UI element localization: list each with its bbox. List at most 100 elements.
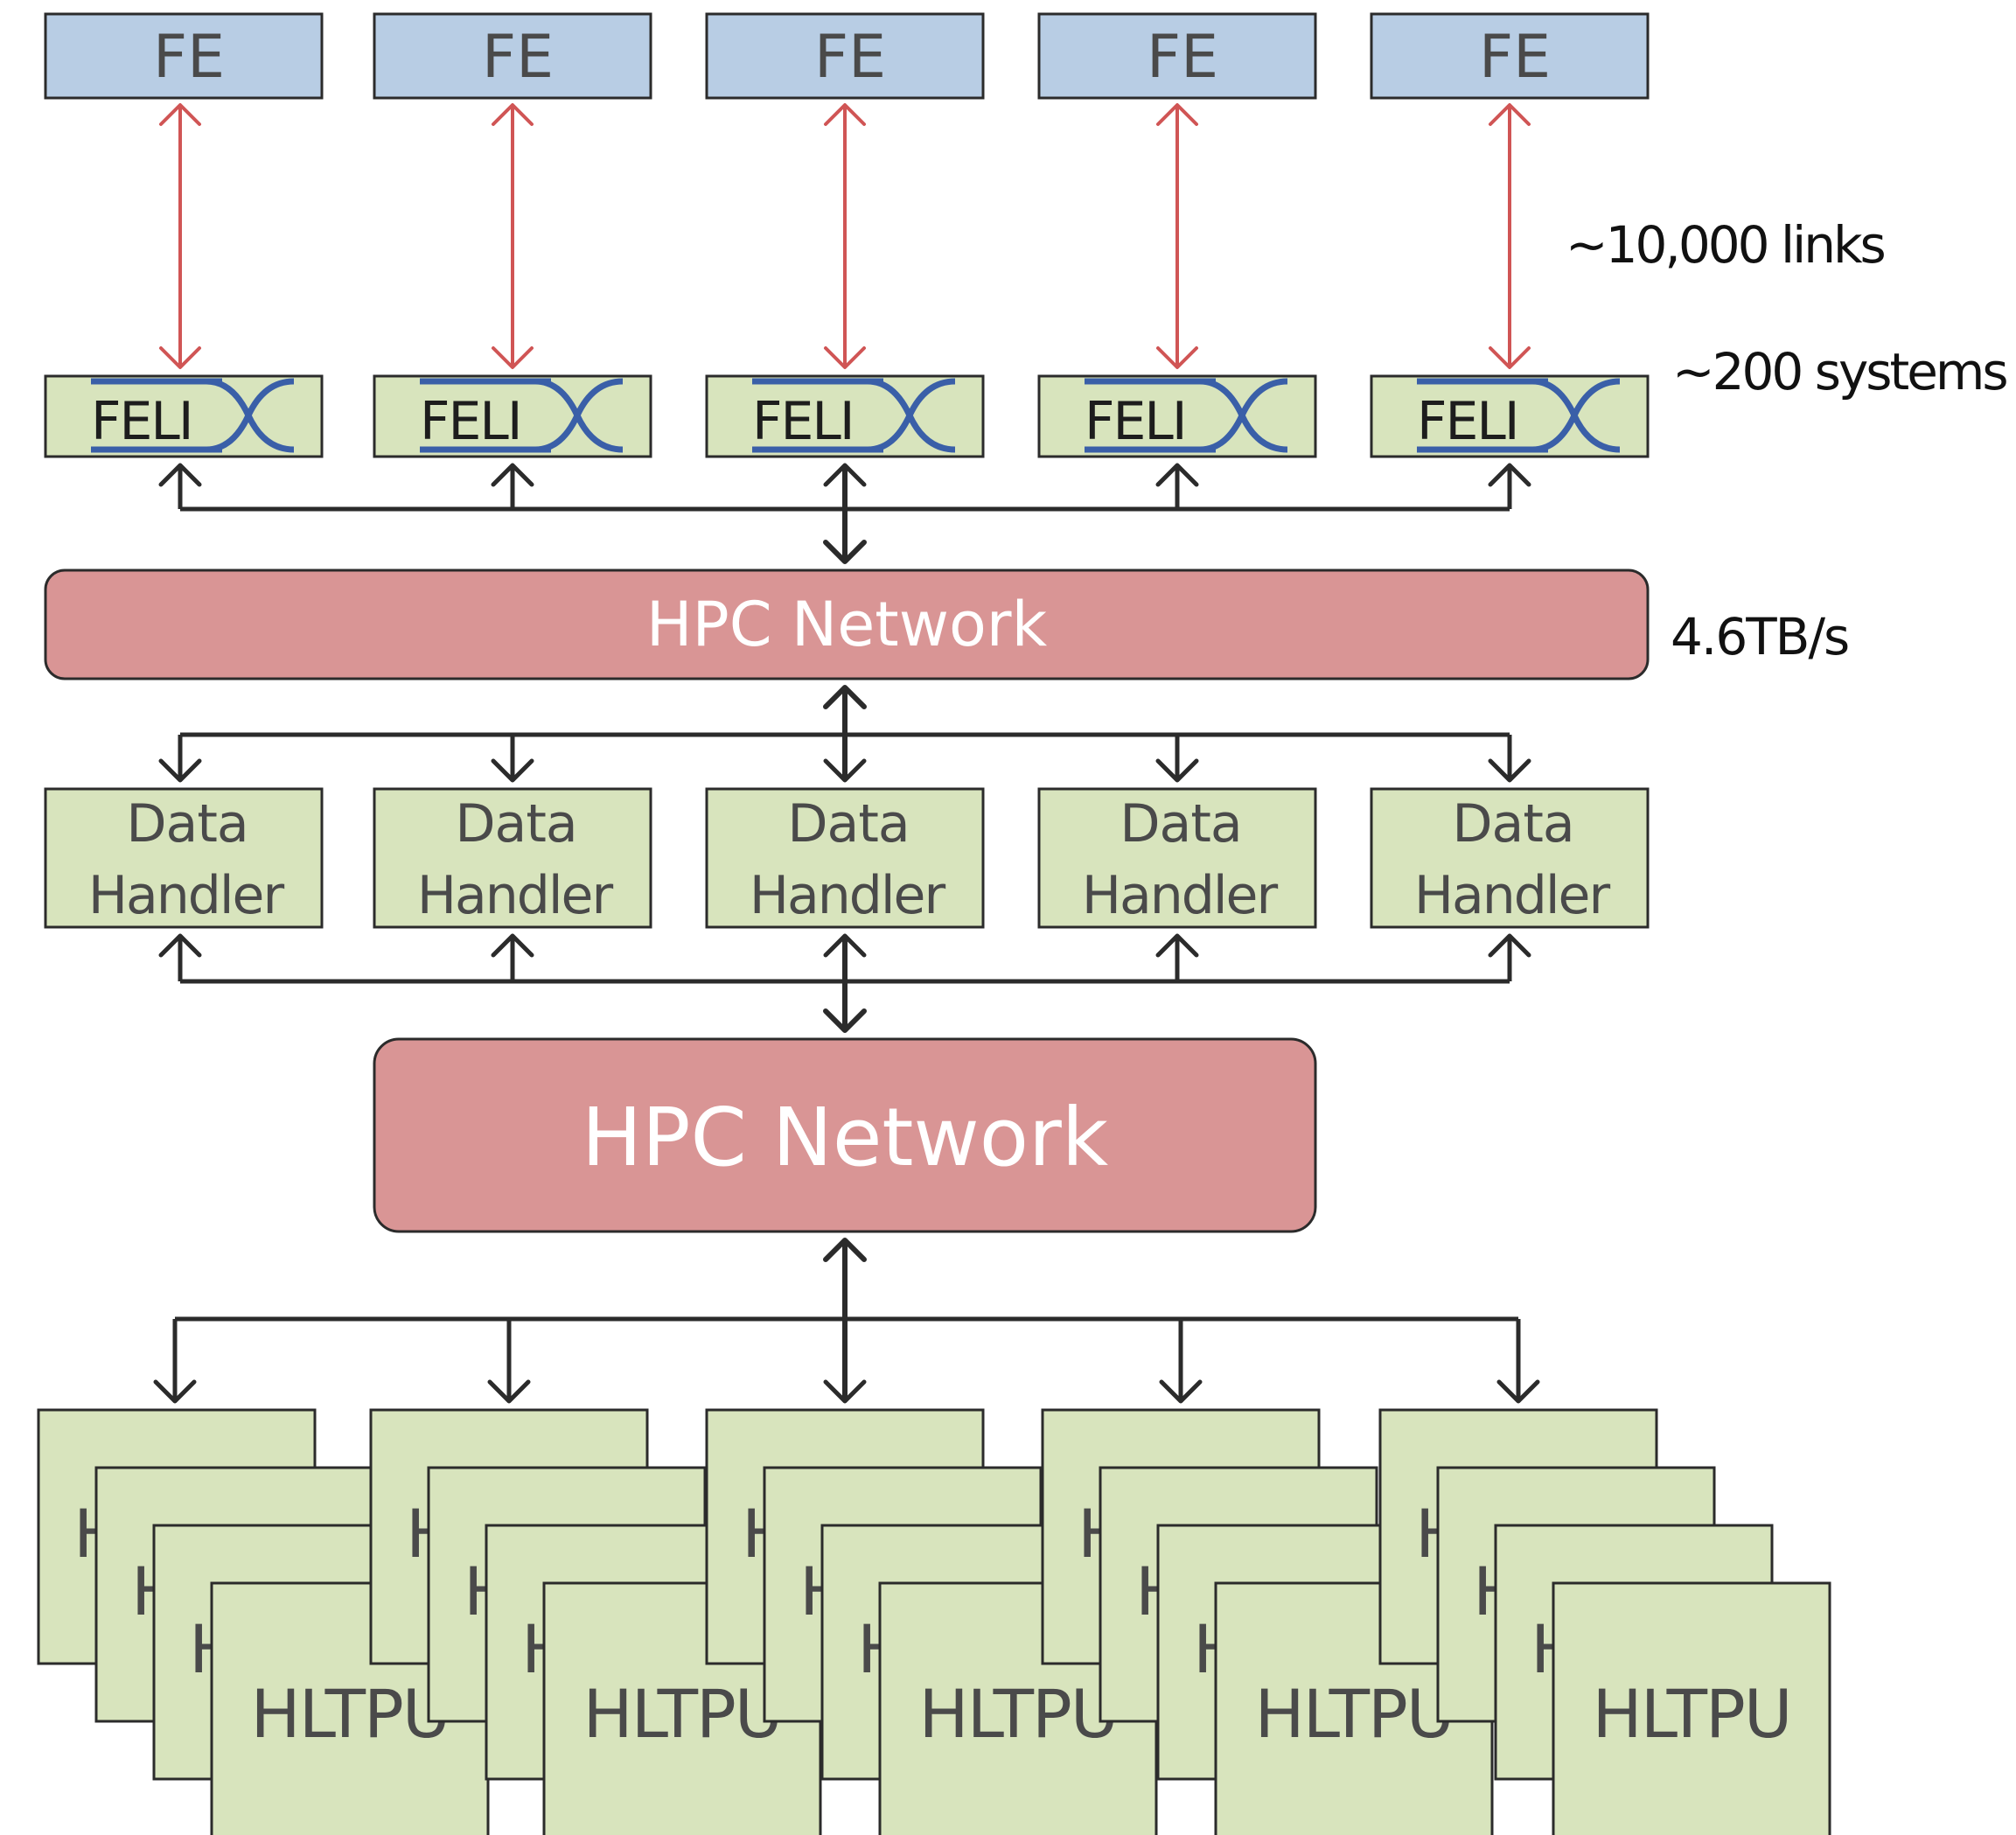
fe-label: FE <box>482 23 554 92</box>
felix-box: FELI <box>705 374 985 458</box>
link-arrowhead-up <box>1489 103 1531 126</box>
link-arrowhead-down <box>1489 346 1531 369</box>
bus-arrowhead-up <box>491 463 534 487</box>
bus-arrowhead-down <box>1159 1379 1203 1404</box>
bus-arrowhead-down <box>158 758 202 783</box>
data-handler-frame <box>705 787 985 929</box>
hpc-network-upper: HPC Network <box>44 569 1650 680</box>
trunk-arrowhead-up <box>823 1238 867 1262</box>
bus-arrowhead-down <box>153 1379 197 1404</box>
fe-box-frame <box>1370 12 1650 100</box>
bus-arrowhead-down <box>1496 1379 1540 1404</box>
fe-felix-links <box>159 103 1531 369</box>
data-handler-label-line1: Data <box>1120 793 1241 855</box>
felix-logo-x-stroke <box>534 378 624 453</box>
bus-arrowhead-up <box>1488 933 1531 958</box>
felix-logo-x-stroke <box>867 378 956 453</box>
felix-label: FELI <box>420 391 521 452</box>
hltpu-stack: HHHHLTPU <box>369 1408 822 1835</box>
fe-box-frame <box>705 12 985 100</box>
bus-arrowhead-down <box>823 1379 867 1404</box>
links-annotation: ~10,000 links <box>1566 215 1885 275</box>
data-handler-label-line2: Handler <box>750 865 946 926</box>
bus-arrowhead-down <box>487 1379 531 1404</box>
hltpu-label: HLTPU <box>251 1675 450 1753</box>
fe-box-frame <box>44 12 324 100</box>
felix-label: FELI <box>1085 391 1186 452</box>
hltpu-label: HLTPU <box>1255 1675 1454 1753</box>
link-arrowhead-down <box>824 346 866 369</box>
data-handler-frame <box>373 787 652 929</box>
hltpu-label: HLTPU <box>1593 1675 1791 1753</box>
fe-label: FE <box>814 23 886 92</box>
link-arrowhead-up <box>492 103 534 126</box>
hltpu-label: HLTPU <box>583 1675 782 1753</box>
data-handler-label-line2: Handler <box>1414 865 1611 926</box>
data-handler-label-line1: Data <box>126 793 248 855</box>
felix-label: FELI <box>91 391 192 452</box>
bus-arrowhead-up <box>1488 463 1531 487</box>
bus-arrowhead-down <box>491 758 534 783</box>
bus-arrowhead-down <box>1155 758 1199 783</box>
fe-box: FE <box>373 12 652 100</box>
data-handler-row: DataHandlerDataHandlerDataHandlerDataHan… <box>44 787 1650 929</box>
bus-arrowhead-up <box>491 933 534 958</box>
hpc-network-upper-label: HPC Network <box>646 589 1048 660</box>
felix-box: FELI <box>1370 374 1650 458</box>
link-arrowhead-down <box>159 346 201 369</box>
hltpu-stack: HHHHLTPU <box>1041 1408 1494 1835</box>
felix-label: FELI <box>1417 391 1518 452</box>
bus-arrowhead-up <box>158 933 202 958</box>
data-handler-label-line1: Data <box>1452 793 1573 855</box>
felix-box: FELI <box>44 374 324 458</box>
link-arrowhead-down <box>1156 346 1198 369</box>
fe-box: FE <box>1037 12 1317 100</box>
hpc-network-lower: HPC Network <box>373 1037 1317 1233</box>
felix-logo-x-stroke <box>1199 378 1288 453</box>
fe-box: FE <box>1370 12 1650 100</box>
data-handler-label-line1: Data <box>455 793 576 855</box>
felix-logo-x-stroke <box>206 378 295 453</box>
fe-box-frame <box>1037 12 1317 100</box>
hpc-network-lower-label: HPC Network <box>582 1091 1109 1184</box>
felix-box: FELI <box>1037 374 1317 458</box>
hltpu-farm: HHHHLTPUHHHHLTPUHHHHLTPUHHHHLTPUHHHHLTPU <box>37 1408 1831 1835</box>
trunk-arrowhead-down <box>823 540 867 564</box>
fe-row: FE FE FE FE FE <box>44 12 1650 100</box>
link-arrowhead-up <box>159 103 201 126</box>
link-arrowhead-up <box>824 103 866 126</box>
hltpu-box-frame <box>1552 1581 1831 1835</box>
hltpu-box: HLTPU <box>1552 1581 1831 1835</box>
data-handler-label-line1: Data <box>787 793 909 855</box>
bus-arrowhead-up <box>158 463 202 487</box>
bus-arrowhead-up <box>1155 463 1199 487</box>
data-handler-label-line2: Handler <box>88 865 285 926</box>
bus-arrowhead-down <box>823 758 867 783</box>
fe-box: FE <box>705 12 985 100</box>
trunk-arrowhead-up <box>823 685 867 709</box>
link-arrowhead-down <box>492 346 534 369</box>
hltpu-stack: HHHHLTPU <box>1378 1408 1831 1835</box>
felix-label: FELI <box>752 391 854 452</box>
network-connectors <box>153 463 1540 1404</box>
felix-box: FELI <box>373 374 652 458</box>
felix-row: FELI FELI FELI FELI FELI <box>44 374 1650 458</box>
link-arrowhead-up <box>1156 103 1198 126</box>
data-handler-label-line2: Handler <box>417 865 614 926</box>
data-handler-frame <box>1037 787 1317 929</box>
systems-annotation: ~200 systems <box>1672 342 2006 401</box>
fe-label: FE <box>1479 23 1551 92</box>
fe-box-frame <box>373 12 652 100</box>
fe-label: FE <box>1147 23 1218 92</box>
fe-box: FE <box>44 12 324 100</box>
hltpu-label: HLTPU <box>919 1675 1118 1753</box>
felix-logo-x-stroke <box>1531 378 1621 453</box>
fe-label: FE <box>153 23 225 92</box>
bandwidth-annotation: 4.6TB/s <box>1671 607 1848 666</box>
data-handler-frame <box>44 787 324 929</box>
